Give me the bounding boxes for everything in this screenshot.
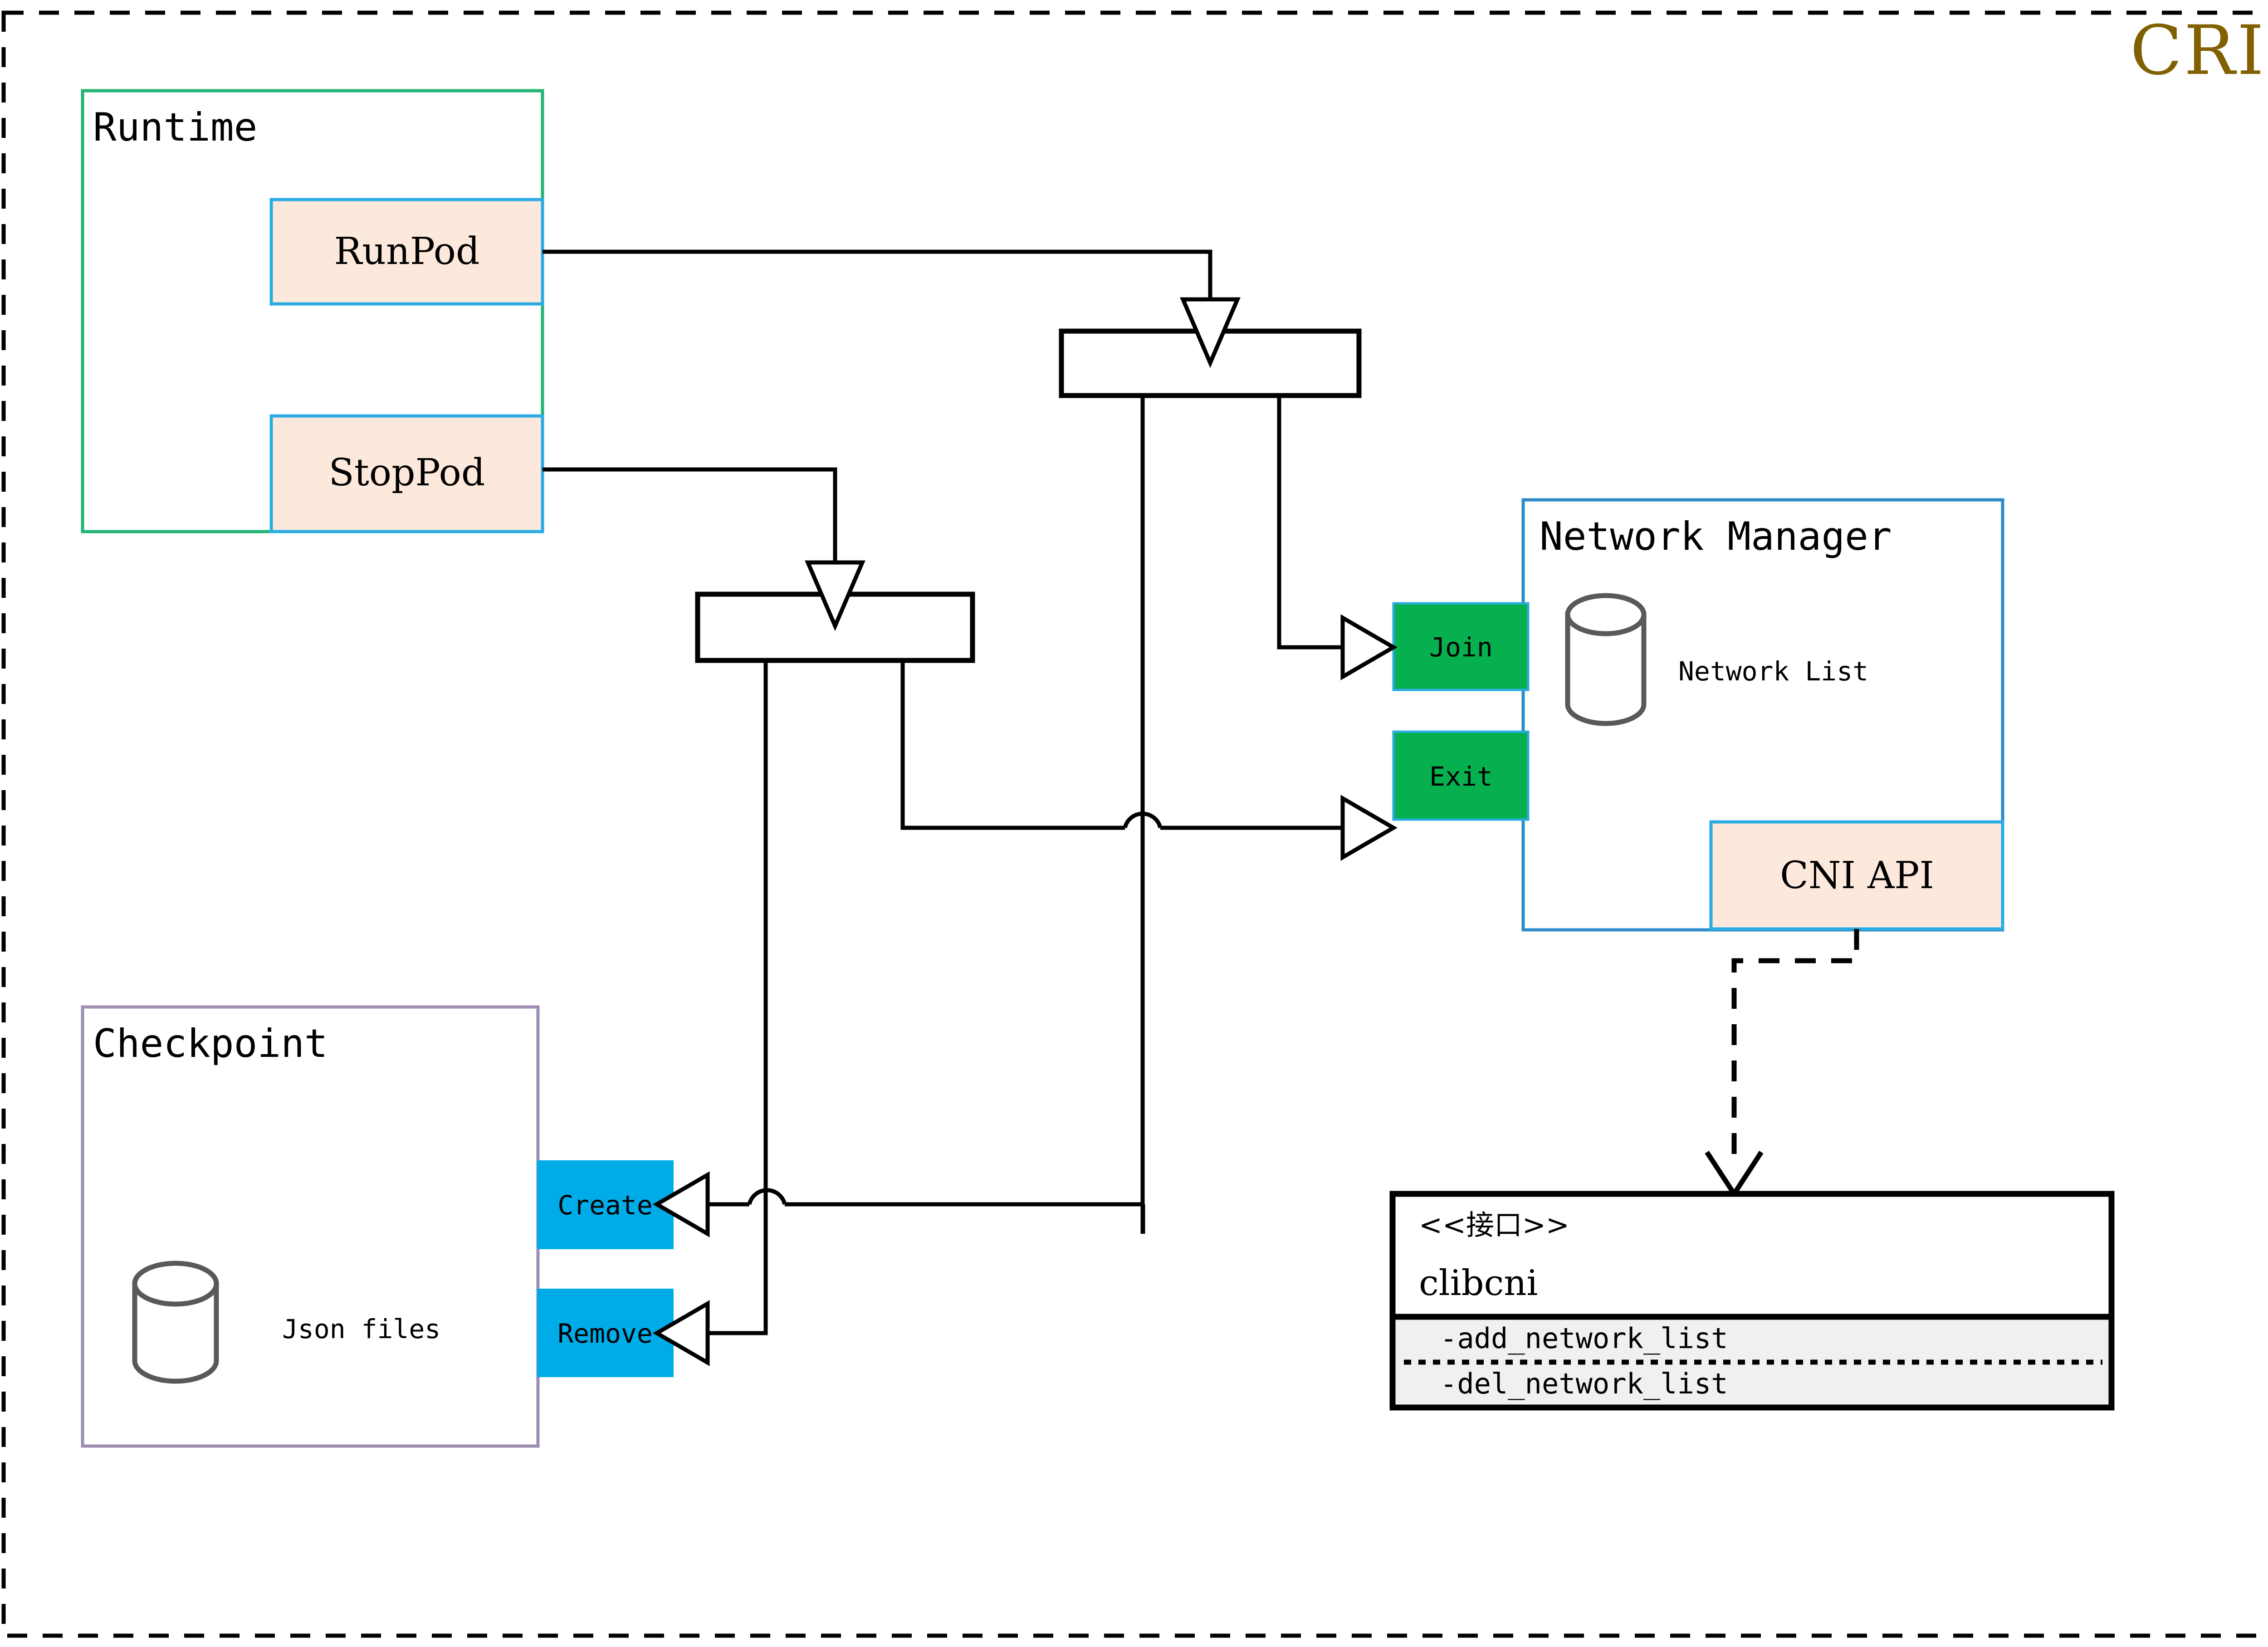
arrowhead-create bbox=[653, 1171, 710, 1237]
interface-name: clibcni bbox=[1419, 1263, 1538, 1304]
interface-method-del: -del_network_list bbox=[1440, 1367, 1728, 1400]
group-runtime-label: Runtime bbox=[93, 105, 257, 150]
node-remove[interactable] bbox=[537, 1289, 674, 1377]
interface-stereotype: <<接口>> bbox=[1419, 1208, 1569, 1241]
edge-junction-top-right-to-join bbox=[1277, 396, 1343, 650]
interface-method-add: -add_network_list bbox=[1440, 1322, 1728, 1355]
network-list-label: Network List bbox=[1678, 656, 1868, 687]
json-files-cylinder bbox=[132, 1261, 219, 1384]
node-exit-label: Exit bbox=[1429, 761, 1493, 792]
group-network-manager-label: Network Manager bbox=[1540, 514, 1892, 559]
node-run-pod-label: RunPod bbox=[334, 230, 479, 273]
edge-junction-bottom-right-to-exit bbox=[900, 660, 1125, 830]
network-list-cylinder bbox=[1565, 593, 1647, 726]
edge-stoppod-to-junction-bottom bbox=[543, 467, 837, 562]
edge-junction-bottom-left-to-remove bbox=[708, 660, 768, 1335]
node-cni-api-label: CNI API bbox=[1780, 854, 1934, 897]
page-title: CRI bbox=[2130, 11, 2266, 90]
arrowhead-remove bbox=[653, 1300, 710, 1366]
arrowhead-junction-bottom bbox=[805, 560, 865, 631]
edge-cni-api-to-clibcni bbox=[1731, 929, 1859, 1161]
arrowhead-junction-top bbox=[1180, 297, 1241, 368]
arrowhead-clibcni bbox=[1705, 1150, 1764, 1199]
group-checkpoint bbox=[81, 1005, 540, 1448]
node-stop-pod-label: StopPod bbox=[329, 451, 485, 494]
node-stop-pod[interactable] bbox=[269, 414, 544, 533]
edge-runpod-to-junction-top bbox=[543, 249, 1212, 299]
json-files-label: Json files bbox=[282, 1314, 440, 1344]
node-create-label: Create bbox=[557, 1190, 653, 1221]
node-exit[interactable] bbox=[1392, 730, 1530, 821]
line-hop-create bbox=[747, 1188, 787, 1205]
arrowhead-exit bbox=[1340, 795, 1398, 861]
node-join-label: Join bbox=[1429, 632, 1493, 663]
group-checkpoint-label: Checkpoint bbox=[93, 1021, 328, 1066]
node-run-pod[interactable] bbox=[269, 198, 544, 306]
arrowhead-join bbox=[1340, 614, 1398, 680]
node-remove-label: Remove bbox=[557, 1318, 653, 1349]
line-hop-exit bbox=[1123, 811, 1163, 829]
